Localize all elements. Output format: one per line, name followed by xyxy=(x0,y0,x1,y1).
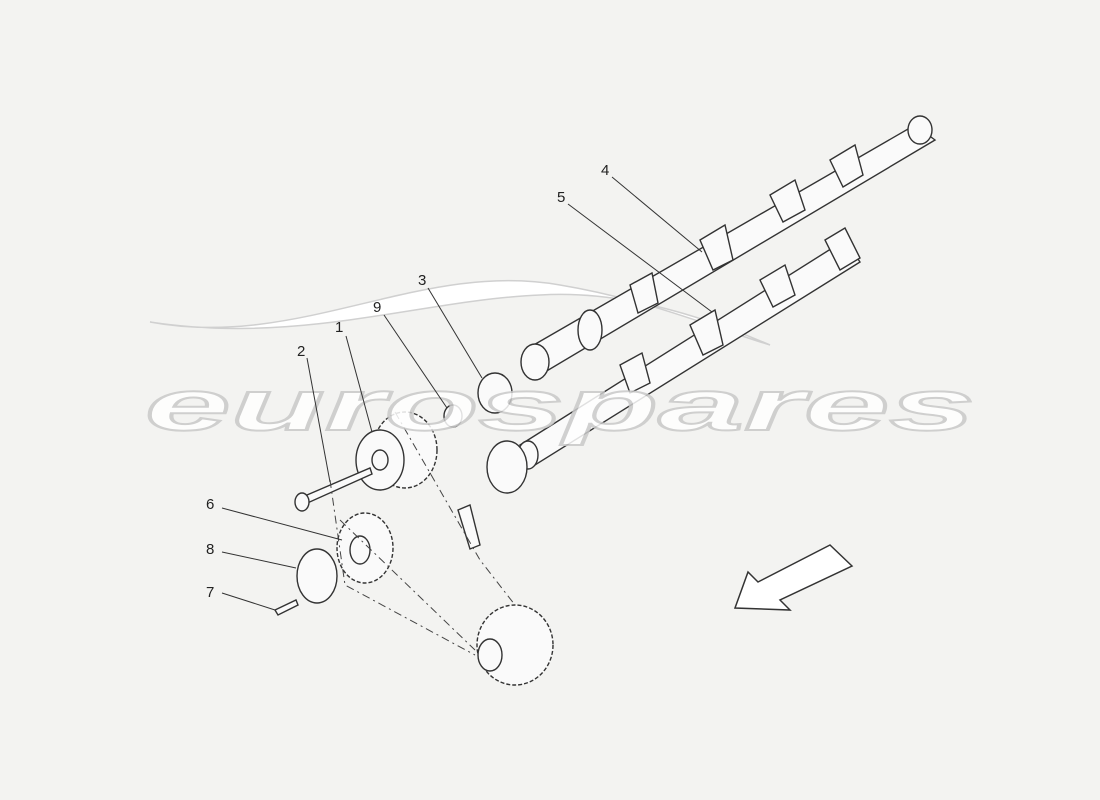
leader-7 xyxy=(221,592,276,611)
callout-9: 9 xyxy=(373,299,381,316)
bolt xyxy=(299,467,373,506)
leader-2 xyxy=(306,357,331,483)
callout-3: 3 xyxy=(418,272,426,289)
o-ring xyxy=(477,372,513,414)
camshaft-upper xyxy=(520,115,937,381)
leader-3 xyxy=(427,287,483,379)
callout-6: 6 xyxy=(206,496,214,513)
leader-8 xyxy=(221,551,297,569)
leader-5 xyxy=(567,203,713,313)
bolt-head xyxy=(294,492,310,512)
plate xyxy=(296,548,338,604)
leader-6 xyxy=(221,507,343,541)
gear-hub xyxy=(349,535,371,565)
leader-1 xyxy=(345,335,373,433)
callout-1: 1 xyxy=(335,319,343,336)
screw xyxy=(274,599,299,616)
callout-8: 8 xyxy=(206,541,214,558)
chain-path xyxy=(329,411,516,656)
leader-9 xyxy=(383,314,448,409)
callout-7: 7 xyxy=(206,584,214,601)
camshaft-lower xyxy=(517,227,861,470)
watermark-text: eurospares xyxy=(145,366,975,446)
washer xyxy=(443,404,463,428)
callout-4: 4 xyxy=(601,162,609,179)
flange xyxy=(486,440,528,494)
watermark-swoosh xyxy=(149,279,771,346)
callout-2: 2 xyxy=(297,343,305,360)
leader-4 xyxy=(611,176,703,253)
arrow-down-left-icon xyxy=(733,544,854,611)
variator-hub xyxy=(371,449,389,471)
chain-link xyxy=(457,504,481,550)
callout-5: 5 xyxy=(557,189,565,206)
lower-sprocket-hub xyxy=(477,638,503,672)
